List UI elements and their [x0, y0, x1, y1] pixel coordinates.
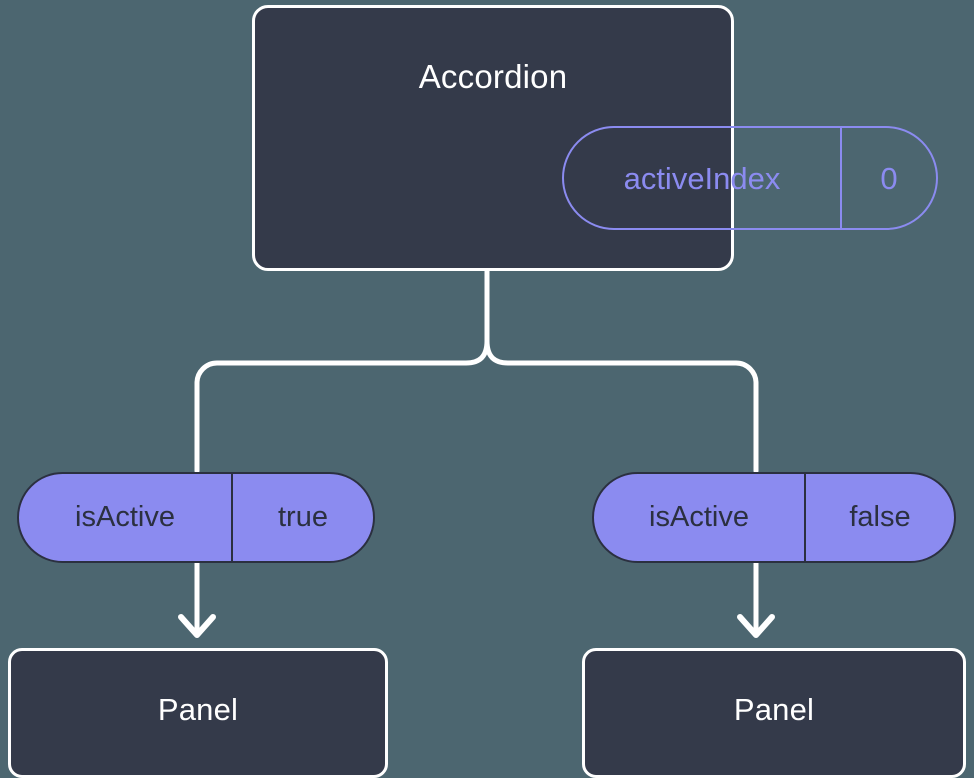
- node-panel-right-title: Panel: [733, 692, 815, 727]
- arrowhead-left: [178, 614, 216, 638]
- arrowhead-right: [737, 614, 775, 638]
- state-pill-active-index[interactable]: activeIndex 0: [562, 126, 938, 230]
- prop-pill-is-active-false-key: isActive: [594, 474, 806, 561]
- node-panel-left[interactable]: Panel: [8, 648, 388, 778]
- node-accordion-title: Accordion: [418, 58, 568, 95]
- prop-pill-is-active-true-value: true: [278, 501, 328, 533]
- node-panel-right[interactable]: Panel: [582, 648, 966, 778]
- prop-pill-is-active-false[interactable]: isActive false: [592, 472, 956, 563]
- prop-pill-is-active-true-key: isActive: [19, 474, 233, 561]
- state-pill-active-index-key: activeIndex: [564, 128, 842, 228]
- prop-pill-is-active-false-value: false: [849, 501, 911, 533]
- state-pill-active-index-value: 0: [880, 160, 898, 196]
- connector-fork-right: [484, 338, 759, 474]
- node-accordion[interactable]: Accordion activeIndex 0: [252, 5, 938, 271]
- prop-pill-is-active-true[interactable]: isActive true: [17, 472, 375, 563]
- connector-fork-left: [194, 338, 490, 474]
- node-panel-left-title: Panel: [157, 692, 239, 727]
